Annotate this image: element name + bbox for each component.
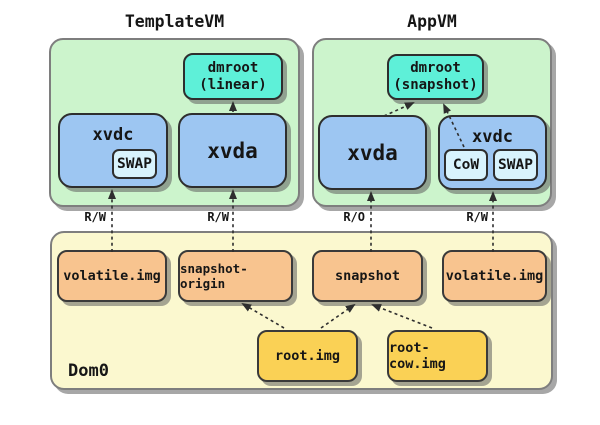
templatevm-xvda-label: xvda xyxy=(207,138,258,163)
templatevm-xvda-node: xvda xyxy=(178,113,287,188)
volatile-img-left-node: volatile.img xyxy=(57,250,167,302)
templatevm-swap-badge: SWAP xyxy=(112,149,157,179)
dmroot-snapshot-node: dmroot (snapshot) xyxy=(387,54,484,100)
dmroot-linear-name: dmroot xyxy=(207,59,259,76)
templatevm-xvdc-label: xvdc xyxy=(92,125,134,145)
templatevm-xvdc-node: xvdc SWAP xyxy=(58,113,168,188)
snapshot-origin-label: snapshot-origin xyxy=(180,261,248,291)
dmroot-snapshot-name: dmroot xyxy=(410,60,461,76)
appvm-xvda-node: xvda xyxy=(318,115,427,190)
appvm-xvdc-node: xvdc CoW SWAP xyxy=(438,115,547,190)
appvm-cow-badge: CoW xyxy=(444,149,488,181)
templatevm-xvda-access-label: R/W xyxy=(207,210,229,224)
appvm-xvda-access-label: R/O xyxy=(343,210,365,224)
snapshot-origin-node: snapshot-origin xyxy=(178,250,293,302)
volatile-img-left-label: volatile.img xyxy=(63,268,161,284)
root-cow-img-label: root-cow.img xyxy=(389,340,446,372)
appvm-xvda-label: xvda xyxy=(347,140,398,165)
dmroot-linear-mode: (linear) xyxy=(199,76,267,93)
root-img-node: root.img xyxy=(257,330,358,382)
volatile-img-right-node: volatile.img xyxy=(442,250,547,302)
templatevm-xvdc-access-label: R/W xyxy=(84,210,106,224)
appvm-swap-badge: SWAP xyxy=(493,149,538,181)
root-cow-img-node: root-cow.img xyxy=(387,330,488,382)
appvm-title: AppVM xyxy=(407,12,457,31)
snapshot-label: snapshot xyxy=(334,268,401,284)
root-img-label: root.img xyxy=(274,348,341,364)
templatevm-swap-label: SWAP xyxy=(117,156,152,172)
dom0-title: Dom0 xyxy=(68,361,109,381)
appvm-xvdc-label: xvdc xyxy=(472,127,513,147)
appvm-cow-label: CoW xyxy=(452,157,480,173)
dmroot-snapshot-mode: (snapshot) xyxy=(393,77,478,93)
templatevm-title: TemplateVM xyxy=(124,12,225,31)
dmroot-linear-node: dmroot (linear) xyxy=(183,53,283,100)
volatile-img-right-label: volatile.img xyxy=(445,268,544,284)
appvm-swap-label: SWAP xyxy=(498,157,533,173)
appvm-xvdc-access-label: R/W xyxy=(466,210,488,224)
snapshot-node: snapshot xyxy=(312,250,423,302)
